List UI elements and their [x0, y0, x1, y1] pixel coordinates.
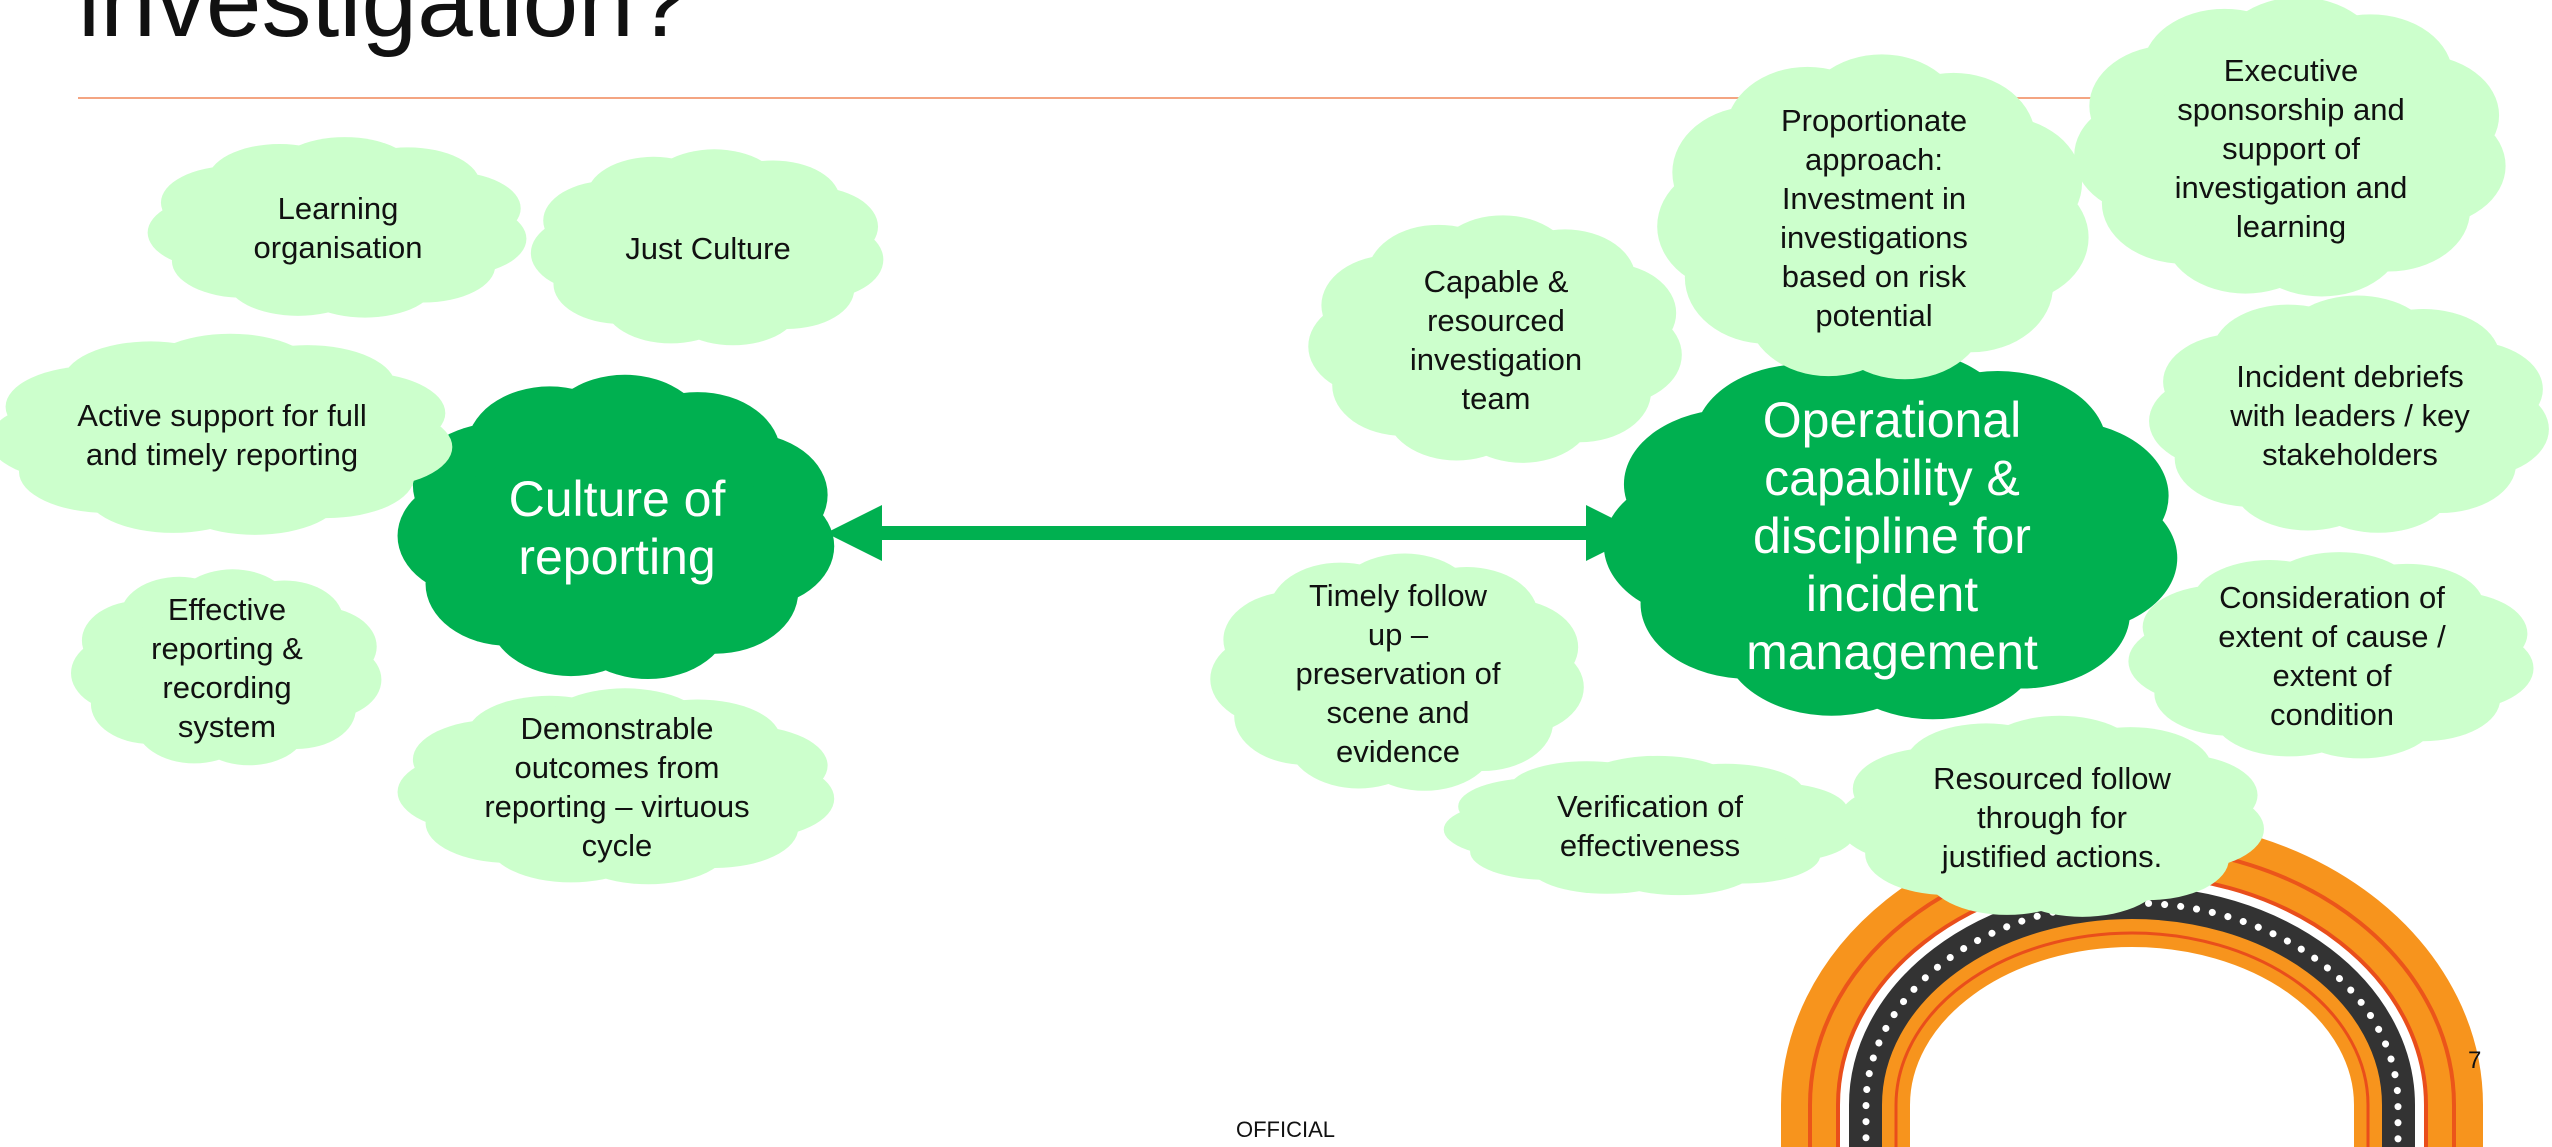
left-item-label-4: Effective reporting & recording system — [151, 592, 303, 744]
right-item-label-8: Resourced follow through for justified a… — [1933, 760, 2171, 874]
right-item-cloud-7 — [1443, 755, 1855, 896]
hub-cloud-right — [1603, 350, 2178, 720]
left-item-cloud-5 — [397, 688, 835, 885]
left-item-cloud-1 — [147, 137, 527, 318]
left-item-cloud-2 — [530, 149, 884, 346]
left-item-label-2: Just Culture — [625, 230, 791, 266]
slide-title: investigation? — [78, 0, 690, 58]
hub-label-left: Culture of reporting — [508, 471, 726, 585]
right-item-cloud-4 — [2149, 295, 2549, 533]
right-item-cloud-1 — [1308, 215, 1682, 463]
right-item-label-1: Capable & resourced investigation team — [1409, 264, 1583, 416]
classification-label: OFFICIAL — [1236, 1117, 1336, 1142]
title-rule — [78, 97, 2138, 99]
right-item-cloud-6 — [1210, 553, 1584, 791]
right-item-label-6: Timely follow up – preservation of scene… — [1295, 577, 1501, 769]
right-item-cloud-3 — [2074, 0, 2506, 297]
left-item-cloud-4 — [71, 569, 382, 766]
right-item-label-4: Incident debriefs with leaders / key sta… — [2230, 358, 2470, 472]
right-item-cloud-2 — [1657, 54, 2089, 380]
right-item-cloud-5 — [2128, 552, 2534, 759]
right-item-label-7: Verification of effectiveness — [1556, 789, 1744, 863]
right-item-cloud-8 — [1837, 715, 2264, 917]
hub-cloud-left — [397, 374, 835, 680]
left-item-label-5: Demonstrable outcomes from reporting – v… — [484, 711, 750, 863]
right-item-label-5: Consideration of extent of cause / exten… — [2218, 580, 2446, 732]
hub-label-right: Operational capability & discipline for … — [1746, 392, 2038, 680]
right-item-label-3: Executive sponsorship and support of inv… — [2174, 52, 2408, 244]
left-item-cloud-3 — [0, 333, 453, 535]
left-item-label-3: Active support for full and timely repor… — [77, 398, 367, 472]
left-item-label-1: Learning organisation — [253, 191, 423, 265]
right-item-label-2: Proportionate approach: Investment in in… — [1780, 103, 1968, 333]
double-headed-arrow — [826, 505, 1642, 561]
page-number: 7 — [2468, 1047, 2482, 1074]
